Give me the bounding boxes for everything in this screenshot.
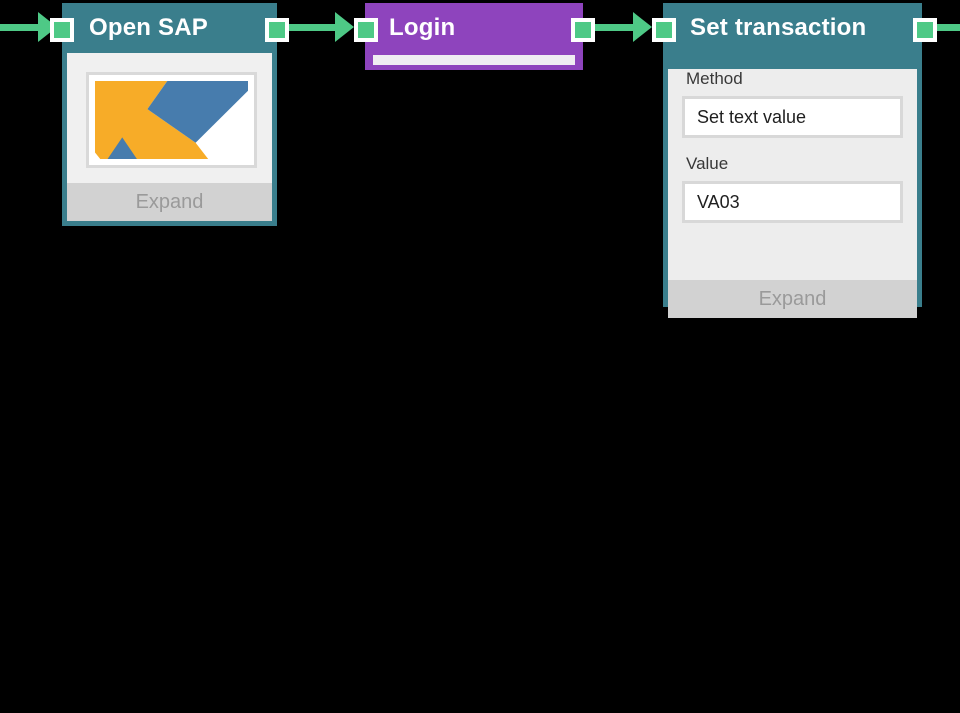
value-label: Value — [686, 154, 729, 173]
input-port[interactable] — [652, 18, 676, 42]
node-title: Set transaction — [690, 14, 867, 41]
node-body: Expand — [67, 53, 272, 221]
node-title: Login — [389, 14, 456, 41]
arrow-shaft — [931, 24, 960, 31]
port-square-icon — [358, 22, 374, 38]
port-square-icon — [656, 22, 672, 38]
flow-arrow-opensap-to-login — [289, 12, 355, 42]
node-set-transaction[interactable]: Set transaction Method Value Expand — [652, 3, 937, 318]
node-header: Login — [365, 3, 583, 53]
node-title: Open SAP — [89, 14, 208, 41]
arrow-head-icon — [335, 12, 354, 42]
expand-button[interactable]: Expand — [67, 183, 272, 221]
flow-arrow-login-to-settransaction — [595, 12, 652, 42]
input-port[interactable] — [50, 18, 74, 42]
value-input[interactable] — [682, 181, 903, 223]
node-login[interactable]: Login — [354, 3, 595, 70]
port-square-icon — [575, 22, 591, 38]
output-port[interactable] — [913, 18, 937, 42]
sap-screenshot-thumbnail[interactable] — [86, 72, 257, 168]
output-port[interactable] — [571, 18, 595, 42]
output-port[interactable] — [265, 18, 289, 42]
method-label: Method — [686, 69, 743, 88]
arrow-shaft — [0, 24, 40, 31]
arrow-shaft — [595, 24, 635, 31]
node-body: Method Value Expand — [668, 69, 917, 318]
flow-arrow-outgoing — [931, 12, 960, 42]
port-square-icon — [917, 22, 933, 38]
input-port[interactable] — [354, 18, 378, 42]
subflow-strip — [373, 55, 575, 65]
arrow-shaft — [289, 24, 337, 31]
flow-arrow-incoming — [0, 12, 57, 42]
node-open-sap[interactable]: Open SAP Expand — [50, 3, 289, 226]
thumbnail-image-icon — [95, 81, 248, 159]
arrow-head-icon — [633, 12, 652, 42]
method-input[interactable] — [682, 96, 903, 138]
node-header: Open SAP — [62, 3, 277, 53]
port-square-icon — [54, 22, 70, 38]
node-header: Set transaction — [663, 3, 922, 53]
expand-button[interactable]: Expand — [668, 280, 917, 318]
port-square-icon — [269, 22, 285, 38]
